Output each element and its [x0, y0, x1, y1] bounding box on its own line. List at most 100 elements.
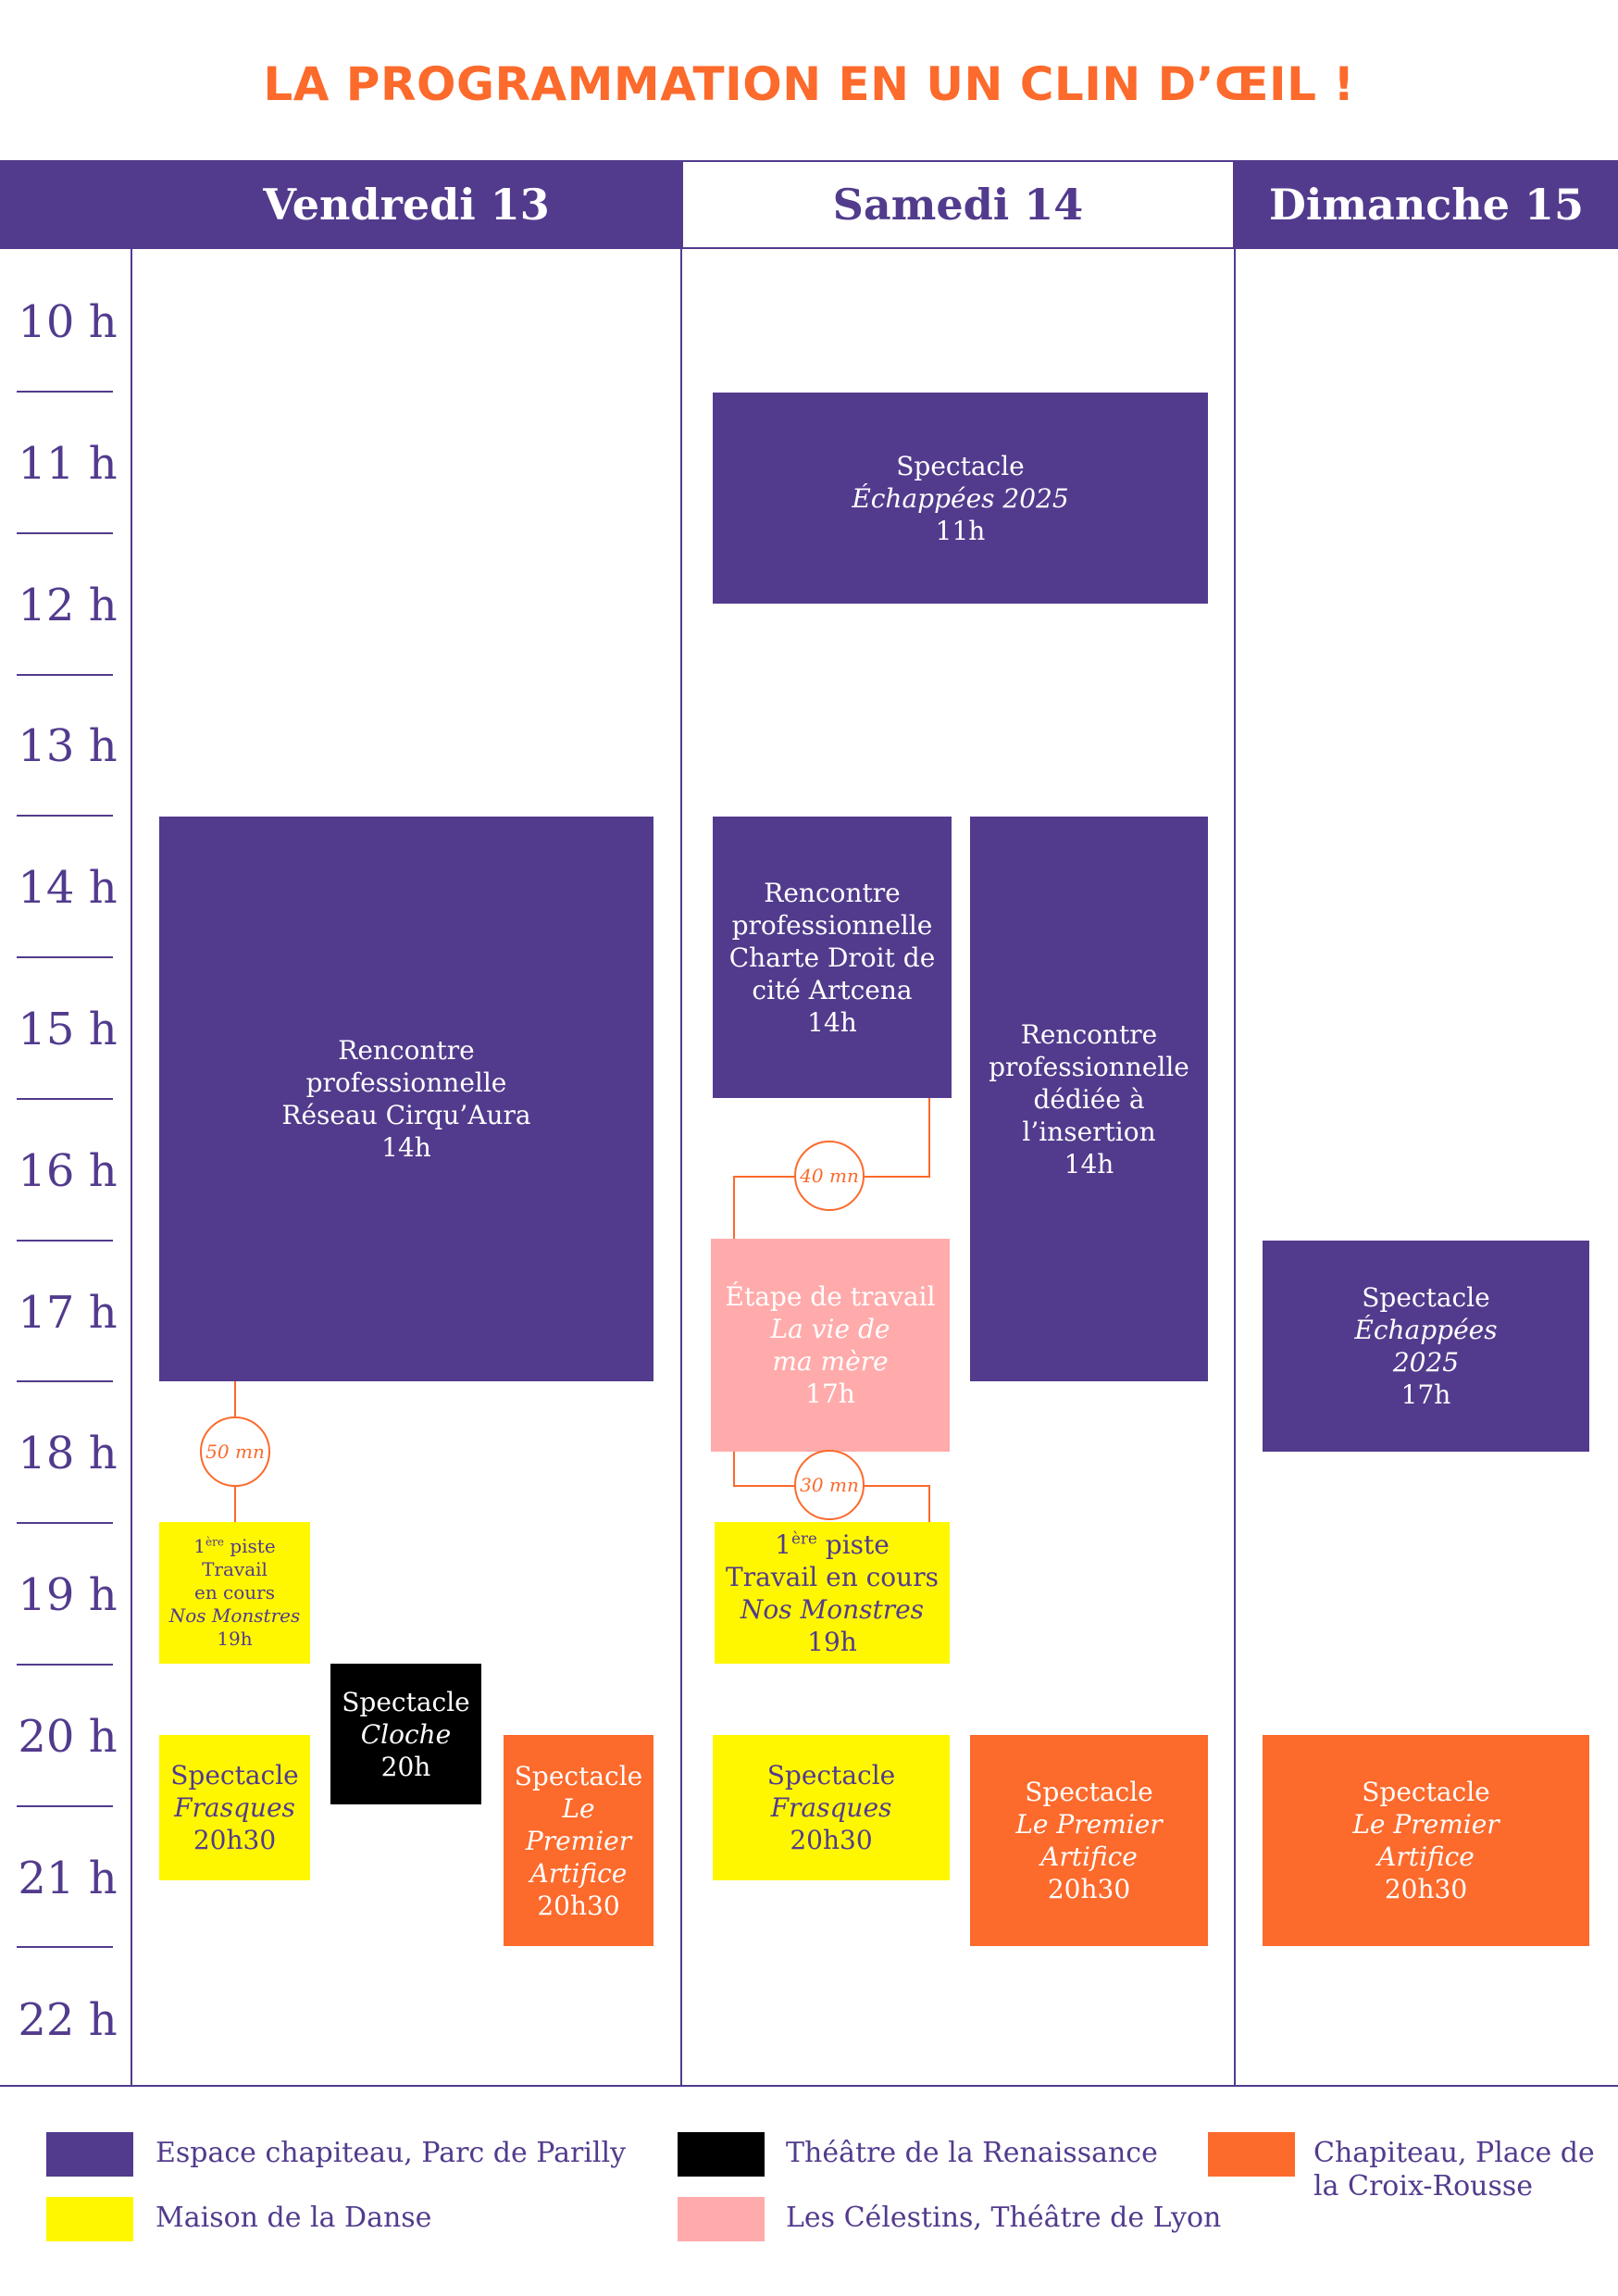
event-spectacle-frasques-samedi[interactable]: Spectacle Frasques 20h30	[713, 1735, 950, 1880]
event-type: Spectacle	[342, 1686, 470, 1717]
hour-label: 15 h	[18, 1004, 118, 1055]
hour-label: 13 h	[18, 720, 118, 772]
event-spectacle-premier-artifice-samedi[interactable]: Spectacle Le Premier Artifice 20h30	[970, 1735, 1208, 1946]
event-time: 20h30	[1384, 1874, 1468, 1904]
legend-label-line: Chapiteau, Place de	[1313, 2137, 1595, 2169]
hour-separator	[17, 1664, 113, 1666]
hour-label: 17 h	[18, 1287, 118, 1339]
event-title: Le Premier	[525, 1792, 632, 1856]
event-time: 11h	[935, 515, 986, 546]
hour-label: 22 h	[18, 1994, 118, 2046]
event-title: Réseau Cirqu’Aura	[281, 1100, 531, 1130]
event-time: 19h	[217, 1628, 253, 1650]
hour-label: 18 h	[18, 1428, 118, 1479]
hour-separator	[17, 391, 113, 393]
event-rencontre-insertion[interactable]: Rencontre professionnelle dédiée à l’ins…	[970, 817, 1208, 1381]
event-time: 20h30	[193, 1825, 277, 1855]
hour-label: 21 h	[18, 1853, 118, 1904]
event-type: Spectacle	[170, 1760, 299, 1791]
event-spectacle-cloche[interactable]: Spectacle Cloche 20h	[330, 1664, 481, 1804]
connector-line	[928, 1485, 930, 1522]
duration-badge: 30 mn	[794, 1450, 865, 1520]
event-type: Rencontre	[1020, 1018, 1158, 1050]
hour-separator	[17, 1522, 113, 1524]
event-rencontre-cirquaura[interactable]: Rencontre professionnelle Réseau Cirqu’A…	[159, 817, 653, 1381]
hour-separator	[17, 532, 113, 534]
event-title: Artifice	[529, 1857, 628, 1889]
ordinal: 1	[775, 1529, 791, 1560]
ordinal-suffix: ère	[205, 1535, 224, 1549]
event-spectacle-echappees-samedi[interactable]: Spectacle Échappées 2025 11h	[713, 393, 1208, 604]
event-title: dédiée à	[1033, 1083, 1145, 1115]
event-spectacle-premier-artifice-dimanche[interactable]: Spectacle Le Premier Artifice 20h30	[1263, 1735, 1589, 1946]
event-title: Le Premier	[1352, 1809, 1500, 1840]
event-title: Artifice	[1377, 1841, 1475, 1872]
day-header-samedi: Samedi 14	[681, 160, 1235, 249]
event-type: 1ère piste	[775, 1529, 890, 1561]
hour-label: 12 h	[18, 580, 118, 631]
event-rencontre-charte-artcena[interactable]: Rencontre professionnelle Charte Droit d…	[713, 817, 952, 1098]
ordinal: 1	[193, 1535, 206, 1557]
hour-separator	[17, 674, 113, 676]
event-spectacle-premier-artifice-vendredi[interactable]: Spectacle Le Premier Artifice 20h30	[504, 1735, 653, 1946]
event-spectacle-frasques-vendredi[interactable]: Spectacle Frasques 20h30	[159, 1735, 310, 1880]
event-type: en cours	[193, 1581, 276, 1603]
event-type: Spectacle	[896, 450, 1025, 481]
connector-line	[928, 1098, 930, 1178]
column-divider	[131, 249, 132, 2087]
hour-label: 10 h	[18, 296, 118, 348]
hour-label: 14 h	[18, 862, 118, 914]
event-etape-la-vie-de-ma-mere[interactable]: Étape de travail La vie de ma mère 17h	[711, 1239, 950, 1452]
hour-separator	[17, 1946, 113, 1948]
hour-separator	[17, 1380, 113, 1382]
legend-label: Les Célestins, Théâtre de Lyon	[786, 2202, 1222, 2234]
event-spectacle-echappees-dimanche[interactable]: Spectacle Échappées 2025 17h	[1263, 1241, 1589, 1452]
event-title: cité Artcena	[752, 974, 913, 1005]
legend-label: Maison de la Danse	[156, 2202, 432, 2234]
event-type: Spectacle	[1025, 1777, 1153, 1807]
duration-badge: 40 mn	[794, 1141, 865, 1211]
event-title: La vie de	[770, 1314, 890, 1344]
event-time: 19h	[807, 1626, 857, 1657]
hour-label: 16 h	[18, 1145, 118, 1197]
hour-separator	[17, 956, 113, 958]
hour-label: 20 h	[18, 1711, 118, 1763]
event-title: Échappées 2025	[852, 482, 1069, 514]
event-title: Nos Monstres	[740, 1593, 925, 1625]
grid-bottom-line	[0, 2085, 1618, 2087]
event-title: Artifice	[1040, 1841, 1138, 1872]
event-time: 14h	[1064, 1148, 1114, 1179]
event-title: Cloche	[360, 1718, 452, 1750]
event-time: 20h	[380, 1751, 431, 1782]
event-type: Étape de travail	[725, 1281, 936, 1312]
event-type: Spectacle	[1362, 1777, 1490, 1807]
event-nos-monstres-vendredi[interactable]: 1ère piste Travail en cours Nos Monstres…	[159, 1522, 310, 1664]
event-title: Échappées	[1354, 1315, 1498, 1345]
event-title: l’insertion	[1022, 1116, 1156, 1147]
event-title: Le Premier	[1015, 1809, 1163, 1840]
event-time: 20h30	[790, 1825, 873, 1855]
legend-label: Espace chapiteau, Parc de Parilly	[156, 2137, 627, 2169]
day-header-vendredi: Vendredi 13	[0, 160, 681, 249]
connector-line	[733, 1176, 735, 1241]
legend-swatch-celestins	[678, 2197, 765, 2241]
event-type: Spectacle	[514, 1760, 643, 1791]
event-nos-monstres-samedi[interactable]: 1ère piste Travail en cours Nos Monstres…	[715, 1522, 950, 1664]
event-type: Spectacle	[766, 1760, 896, 1791]
column-divider	[1234, 249, 1236, 2087]
duration-badge: 50 mn	[200, 1416, 270, 1487]
event-title: 2025	[1392, 1347, 1460, 1378]
ordinal-suffix: ère	[790, 1529, 817, 1548]
event-type: Rencontre	[764, 877, 901, 908]
legend-label: Chapiteau, Place de la Croix-Rousse	[1313, 2137, 1595, 2203]
event-title: ma mère	[772, 1346, 889, 1377]
event-type: Travail en cours	[726, 1561, 939, 1592]
event-type: professionnelle	[305, 1067, 507, 1098]
event-type: professionnelle	[731, 909, 933, 941]
legend-swatch-espace-chapiteau	[46, 2132, 133, 2177]
event-title: Charte Droit de	[728, 942, 936, 973]
event-type: professionnelle	[989, 1051, 1189, 1082]
event-time: 14h	[381, 1132, 431, 1163]
event-type: Spectacle	[1362, 1282, 1490, 1313]
legend-label-line: la Croix-Rousse	[1313, 2170, 1534, 2202]
